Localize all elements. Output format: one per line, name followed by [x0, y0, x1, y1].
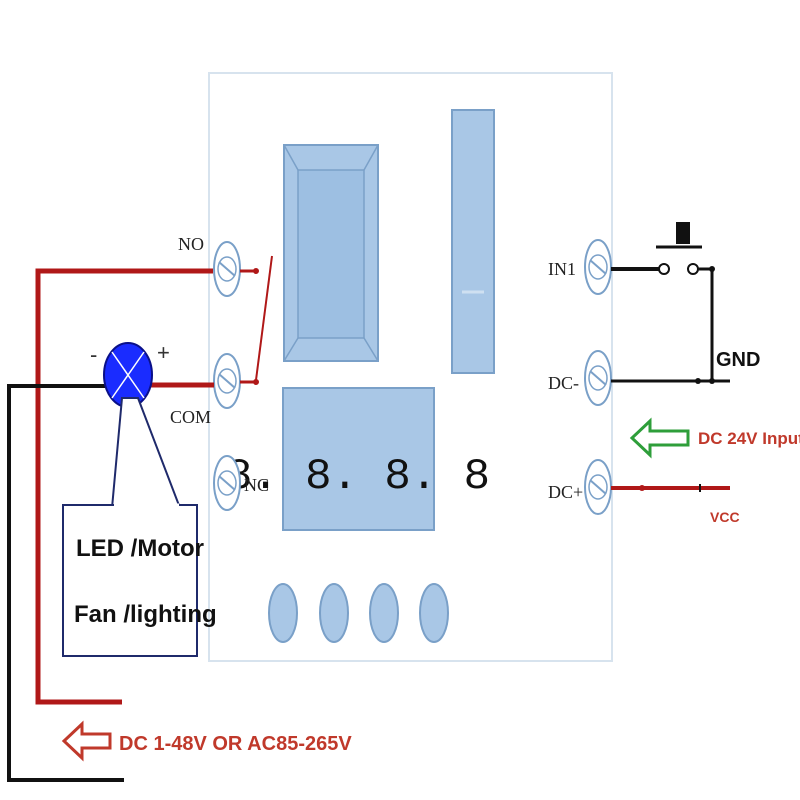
label-no: NO [178, 234, 204, 254]
relay-switch [240, 255, 273, 385]
label-dc-minus: DC- [548, 373, 579, 393]
load-plus-label: + [157, 340, 170, 365]
push-button-switch [611, 222, 715, 384]
load-minus-label: - [90, 342, 97, 367]
board-button [319, 583, 349, 643]
black-wire-load [7, 384, 124, 782]
display-digits: 8. 8. 8. 8 [226, 452, 490, 502]
terminal-dc-plus [584, 459, 612, 515]
load-callout-box [62, 504, 198, 657]
relay-component [283, 144, 379, 362]
board-button [268, 583, 298, 643]
callout-line-2: Fan /lighting [74, 601, 217, 628]
label-gnd: GND [716, 349, 760, 371]
label-vcc: VCC [710, 509, 740, 525]
label-dc-input: DC 24V Input [698, 429, 800, 448]
label-com: COM [170, 407, 211, 427]
terminal-com [213, 353, 241, 409]
callout-line-1: LED /Motor [76, 535, 204, 562]
label-nc: NC [244, 475, 269, 495]
terminal-nc [213, 455, 241, 511]
label-dc-plus: DC+ [548, 482, 583, 502]
board-button [419, 583, 449, 643]
red-wire-no [35, 268, 213, 705]
terminal-dc-minus [584, 350, 612, 406]
red-arrow-icon [61, 720, 112, 762]
board-button [369, 583, 399, 643]
terminal-in1 [584, 239, 612, 295]
load-lamp [103, 342, 153, 408]
led-display [282, 387, 435, 531]
pin-header [451, 109, 495, 374]
label-supply: DC 1-48V OR AC85-265V [119, 733, 352, 755]
terminal-no [213, 241, 241, 297]
label-in1: IN1 [548, 259, 576, 279]
green-arrow-icon [629, 417, 690, 459]
relay-board [208, 72, 613, 662]
